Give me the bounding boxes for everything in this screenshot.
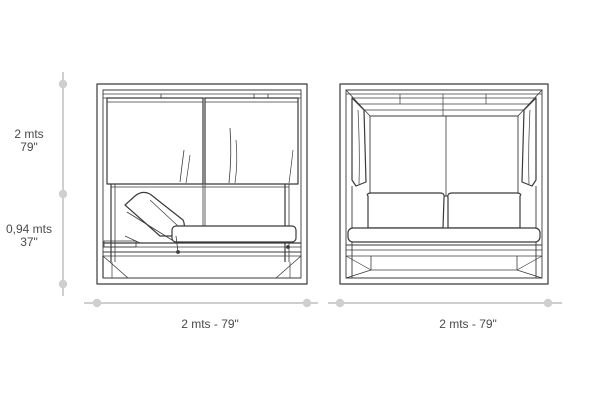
height-seat-imperial: 37" — [20, 235, 38, 249]
width-marker-front-right — [543, 298, 553, 308]
front-frame-inner — [345, 89, 543, 279]
side-frame-outer — [96, 83, 308, 285]
height-marker-top — [58, 79, 68, 89]
height-total-imperial: 79" — [20, 140, 38, 154]
front-back-cushion-right — [447, 192, 522, 229]
height-marker-middle — [58, 189, 68, 199]
dimension-guides — [58, 72, 562, 308]
side-curtain-left — [106, 97, 204, 185]
height-marker-bottom — [58, 279, 68, 289]
front-view-drawing — [339, 83, 549, 285]
front-back-cushion-left — [366, 192, 445, 229]
width-marker-side-right — [302, 298, 312, 308]
width-marker-side-left — [92, 298, 102, 308]
side-curtain-right — [204, 97, 299, 185]
width-side-label: 2 mts - 79" — [181, 317, 239, 331]
front-seat-cushion — [347, 227, 541, 243]
height-total-metric: 2 mts — [14, 127, 44, 141]
front-frame-outer — [339, 83, 549, 285]
width-front-label: 2 mts - 79" — [439, 317, 497, 331]
side-view-drawing — [96, 83, 308, 285]
front-back-panel — [369, 115, 519, 197]
height-total-label: 2 mts 79" — [0, 128, 64, 154]
side-lounger-cushion — [171, 225, 297, 243]
height-seat-label: 0,94 mts 37" — [0, 223, 64, 249]
width-marker-front-left — [335, 298, 345, 308]
height-seat-metric: 0,94 mts — [5, 222, 53, 236]
